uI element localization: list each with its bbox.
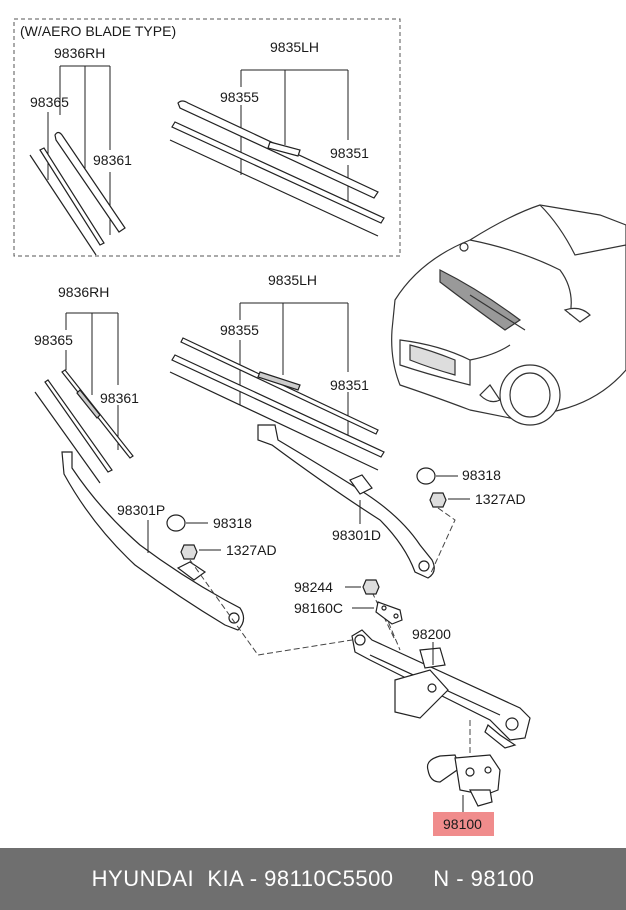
inset-lh-assy-label: 9835LH <box>270 39 319 55</box>
nut-right <box>429 492 447 508</box>
cap-right <box>416 467 436 485</box>
car-illustration <box>391 204 626 426</box>
dashed-leaders <box>189 507 471 760</box>
nut-right-label: 1327AD <box>475 491 526 507</box>
main-lh-assy-label: 9835LH <box>268 272 317 288</box>
footer-text: HYUNDAI KIA - 98110C5500 N - 98100 <box>91 866 535 891</box>
arm-p-label: 98301P <box>117 502 165 518</box>
main-lh-blade <box>169 337 385 471</box>
linkage <box>351 629 531 749</box>
motor <box>426 754 501 807</box>
main-rh-blade-label: 98365 <box>34 332 73 348</box>
inset-lh-blade <box>169 100 385 237</box>
inset-lh-blade-label: 98355 <box>220 89 259 105</box>
cap-left <box>166 514 186 532</box>
inset-title: (W/AERO BLADE TYPE) <box>20 23 176 39</box>
part-number-footer: HYUNDAI KIA - 98110C5500 N - 98100 <box>0 848 626 910</box>
cap-right-label: 98318 <box>462 467 501 483</box>
inset-rh-assy-label: 9836RH <box>54 45 105 61</box>
nut-left-label: 1327AD <box>226 542 277 558</box>
arm-p <box>61 451 245 631</box>
main-lh-refill-label: 98351 <box>330 377 369 393</box>
nut-link <box>362 579 380 595</box>
inset-rh-blade-label: 98365 <box>30 94 69 110</box>
motor-highlight-box <box>433 812 494 836</box>
linkage-label: 98200 <box>412 626 451 642</box>
main-lh-group <box>239 302 349 440</box>
main-rh-refill-label: 98361 <box>100 390 139 406</box>
main-rh-blade <box>34 369 134 484</box>
inset-frame <box>13 18 401 257</box>
bracket <box>375 601 403 625</box>
bracket-label: 98160C <box>294 600 343 616</box>
cap-left-label: 98318 <box>213 515 252 531</box>
inset-lh-refill-label: 98351 <box>330 145 369 161</box>
main-lh-blade-label: 98355 <box>220 322 259 338</box>
nut-left <box>180 544 198 560</box>
motor-label: 98100 <box>443 816 482 832</box>
arm-d-label: 98301D <box>332 527 381 543</box>
main-rh-assy-label: 9836RH <box>58 284 109 300</box>
inset-rh-group <box>47 65 111 235</box>
parts-diagram: (W/AERO BLADE TYPE) 9836RH 98365 98361 9… <box>13 18 626 836</box>
nut-link-label: 98244 <box>294 579 333 595</box>
inset-rh-refill-label: 98361 <box>93 152 132 168</box>
arm-d <box>257 424 435 579</box>
inset-rh-blade <box>29 131 126 256</box>
